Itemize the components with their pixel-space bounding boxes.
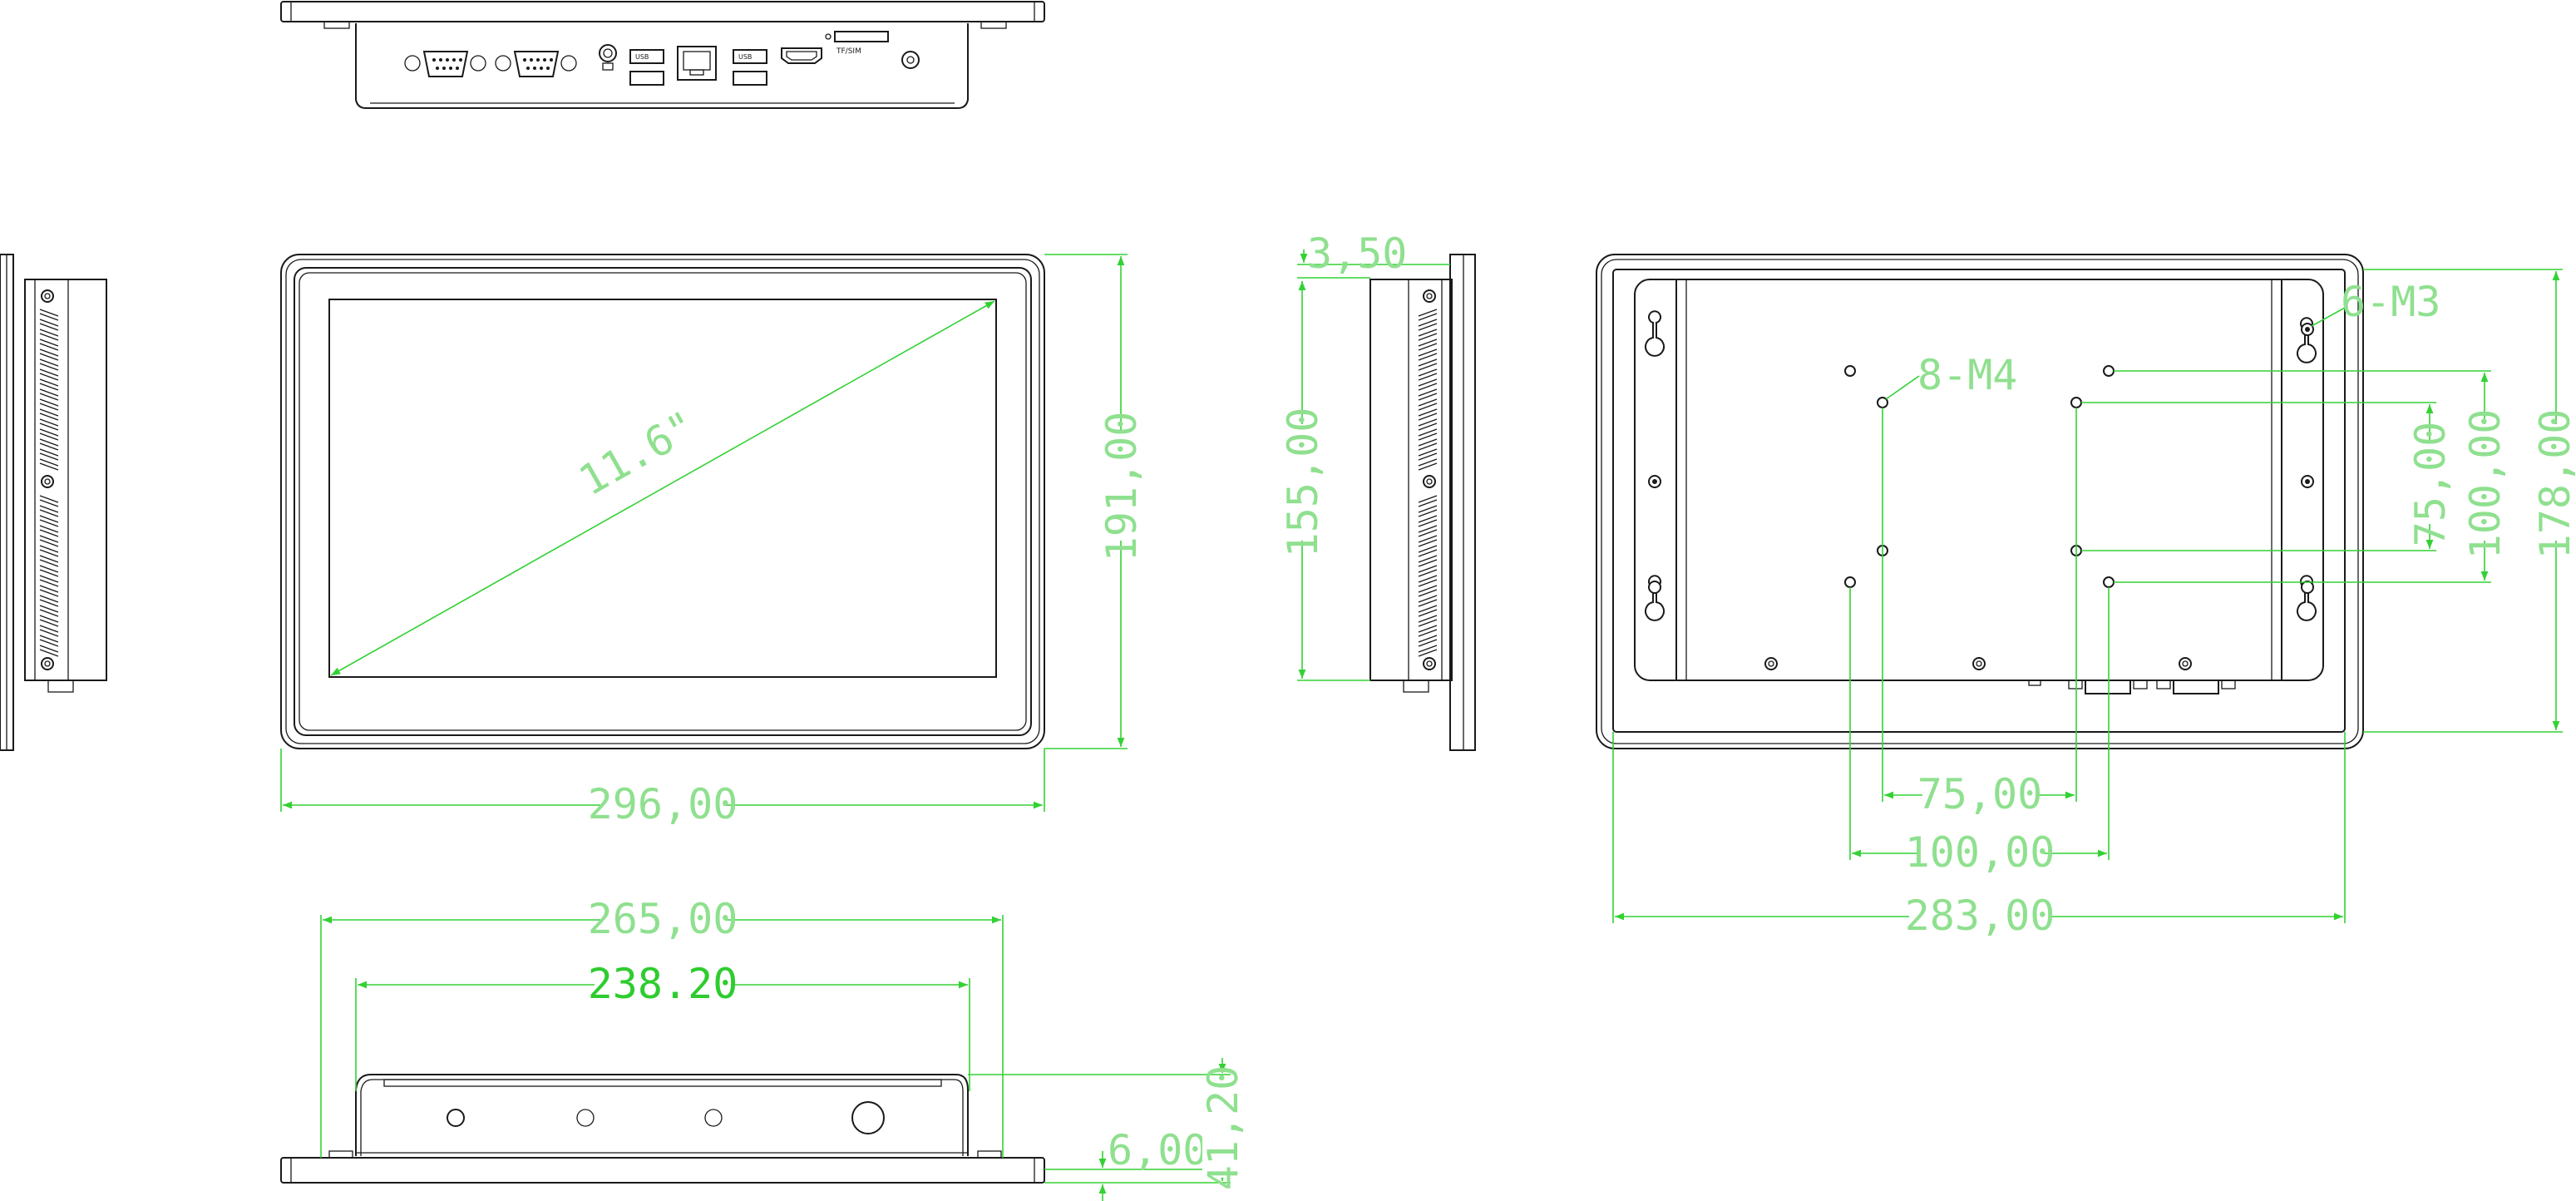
db9-port-1 [404, 51, 486, 77]
side-height-label: 155,00 [1279, 408, 1327, 558]
vesa-v100-label: 100,00 [2461, 409, 2509, 560]
bottom-width-label: 265,00 [588, 895, 738, 943]
rear-view: 6-M3 8-M4 75,00 100,00 178,00 75,00 100 [1596, 254, 2576, 940]
bottom-bezel-label: 6,00 [1108, 1126, 1207, 1174]
usb-ports-1: USB [629, 49, 664, 86]
top-view: USB USB TF/SIM [280, 1, 1045, 109]
bottom-view: 265,00 238.20 6,00 41,20 [280, 895, 1247, 1201]
left-side-view [0, 254, 107, 751]
bezel-depth-label: 3,50 [1307, 230, 1407, 278]
vesa-h75-label: 75,00 [1917, 770, 2043, 818]
svg-text:USB: USB [635, 53, 649, 61]
rear-height-label: 178,00 [2531, 409, 2576, 560]
rear-screws-label: 6-M3 [2341, 278, 2440, 326]
vesa-v75-label: 75,00 [2406, 422, 2455, 547]
hdmi-port [781, 47, 822, 64]
power-connector [901, 51, 920, 69]
front-view: 11.6" 191,00 296,00 [280, 254, 1146, 828]
bottom-depth-label: 41,20 [1199, 1065, 1247, 1191]
vesa-screws-label: 8-M4 [1917, 351, 2017, 399]
audio-jack [599, 44, 617, 71]
rj45-port [677, 46, 717, 81]
bottom-inner-width-label: 238.20 [588, 960, 738, 1008]
sd-card-slot: TF/SIM [825, 31, 889, 56]
right-side-view: 3,50 155,00 [1279, 230, 1476, 751]
vesa-h100-label: 100,00 [1905, 828, 2055, 877]
svg-text:TF/SIM: TF/SIM [836, 47, 861, 56]
svg-text:USB: USB [738, 53, 752, 61]
front-height-label: 191,00 [1098, 412, 1146, 562]
diagonal-label: 11.6" [571, 402, 704, 506]
db9-port-2 [495, 51, 577, 77]
rear-width-label: 283,00 [1905, 892, 2055, 940]
usb-ports-2: USB [733, 49, 767, 86]
front-width-label: 296,00 [588, 780, 738, 828]
